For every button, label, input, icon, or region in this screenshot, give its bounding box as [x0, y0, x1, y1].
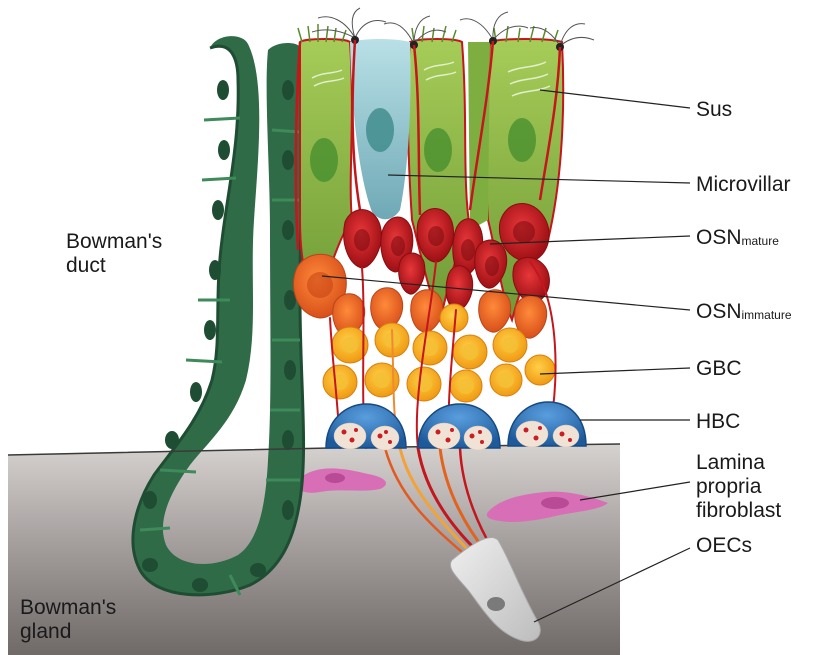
label-osn-mature-sub: mature	[742, 234, 779, 248]
label-bowmans-gland-line1: Bowman's	[20, 596, 116, 620]
hbc-cells	[326, 402, 586, 450]
label-bowmans-duct: Bowman's duct	[66, 230, 162, 278]
label-osn-mature-base: OSN	[696, 226, 742, 249]
label-lamina-line3: fibroblast	[696, 499, 781, 523]
label-osn-immature-base: OSN	[696, 300, 742, 323]
label-oecs: OECs	[696, 534, 752, 558]
label-osn-immature-sub: immature	[742, 308, 792, 322]
label-hbc: HBC	[696, 410, 740, 434]
label-lamina-propria-fibroblast: Lamina propria fibroblast	[696, 451, 781, 523]
label-bowmans-duct-line1: Bowman's	[66, 230, 162, 254]
oec-nucleus	[487, 597, 505, 611]
label-lamina-line1: Lamina	[696, 451, 781, 475]
label-bowmans-gland-line2: gland	[20, 620, 116, 644]
label-bowmans-gland: Bowman's gland	[20, 596, 116, 644]
label-gbc: GBC	[696, 357, 742, 381]
label-lamina-line2: propria	[696, 475, 781, 499]
label-microvillar: Microvillar	[696, 173, 791, 197]
label-bowmans-duct-line2: duct	[66, 254, 162, 278]
label-osn-immature: OSNimmature	[696, 300, 792, 327]
label-sus: Sus	[696, 98, 732, 122]
label-osn-mature: OSNmature	[696, 226, 779, 253]
